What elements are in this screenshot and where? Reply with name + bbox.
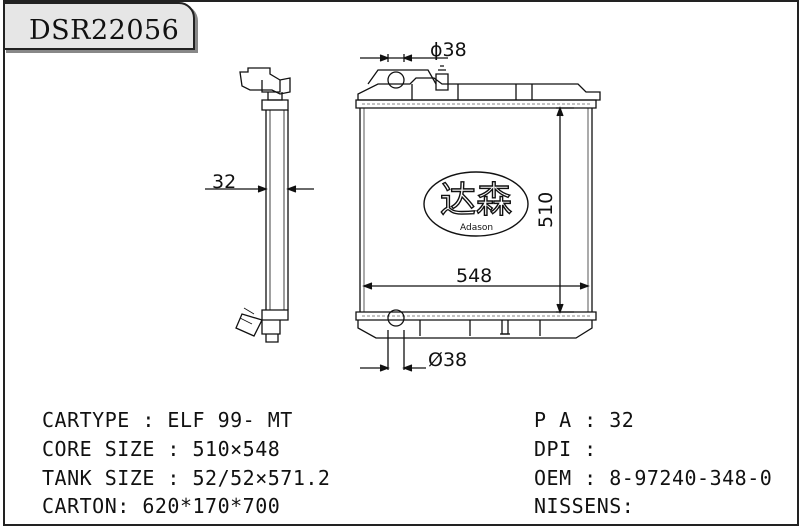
side-view [205,67,314,343]
spec-oem: OEM : 8-97240-348-0 [534,466,773,490]
top-pipe-diameter: ϕ38 [430,39,467,61]
adason-logo [423,171,529,237]
width-dimension: 548 [456,265,492,287]
model-code-tab: DSR22056 [3,2,195,50]
spec-cartype: CARTYPE : ELF 99- MT [42,408,293,432]
logo-chinese: 达森 [440,180,512,221]
spec-pa: P A : 32 [534,408,635,432]
spec-dpi: DPI : [534,437,597,461]
height-dimension: 510 [535,192,557,228]
spec-tank-size: TANK SIZE : 52/52×571.2 [42,466,331,490]
front-view [355,54,601,372]
spec-nissens: NISSENS: [534,494,635,518]
logo-english: Adason [460,223,493,233]
thickness-dimension: 32 [212,171,236,193]
spec-core-size: CORE SIZE : 510×548 [42,437,281,461]
model-code: DSR22056 [29,15,180,46]
spec-carton: CARTON: 620*170*700 [42,494,281,518]
drawing-sheet [3,0,799,526]
bottom-pipe-diameter: Ø38 [428,349,467,371]
